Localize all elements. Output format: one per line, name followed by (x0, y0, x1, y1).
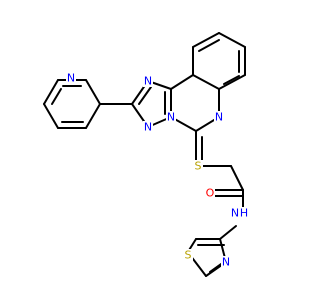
bond (85, 103, 101, 129)
atom-n-triazole-top: N (143, 75, 153, 88)
bond (51, 88, 62, 105)
bond (230, 165, 244, 191)
bond (198, 39, 220, 52)
bond (170, 74, 194, 90)
atom-label: N (67, 72, 75, 85)
bond (43, 103, 59, 129)
bond-lines (43, 32, 246, 277)
molecule-structure: N N N N N S O N H (43, 32, 250, 277)
atom-s-thioether: S (193, 160, 203, 173)
atom-n-quinazoline: N (214, 111, 224, 124)
atom-label: S (195, 160, 202, 173)
bond (218, 74, 246, 90)
atom-o-carbonyl: O (205, 187, 215, 200)
bond (85, 79, 101, 105)
bond (192, 32, 220, 48)
bond (138, 86, 152, 105)
atom-label: N (144, 75, 152, 88)
atom-label: N (144, 121, 152, 134)
bond (219, 225, 237, 240)
atom-label: O (206, 187, 215, 200)
atom-n-triazole-left: N (143, 121, 153, 134)
atom-label: N (231, 207, 239, 220)
atom-label: N (222, 256, 230, 269)
atom-n-thiazole: N (221, 256, 231, 269)
atom-nh-amide: N H (230, 207, 250, 220)
atom-s-thiazole: S (183, 249, 193, 262)
atom-label: H (240, 207, 248, 220)
atom-label: N (215, 111, 223, 124)
bond (43, 79, 59, 105)
atom-label: N (167, 111, 175, 124)
atom-n-triazole-bridge: N (166, 111, 176, 124)
bond (223, 75, 240, 85)
bond (192, 74, 220, 90)
atom-n-pyridine: N (66, 72, 76, 85)
atom-labels: N N N N N S O N H (66, 72, 250, 269)
atom-label: S (185, 249, 192, 262)
bond (218, 32, 246, 48)
